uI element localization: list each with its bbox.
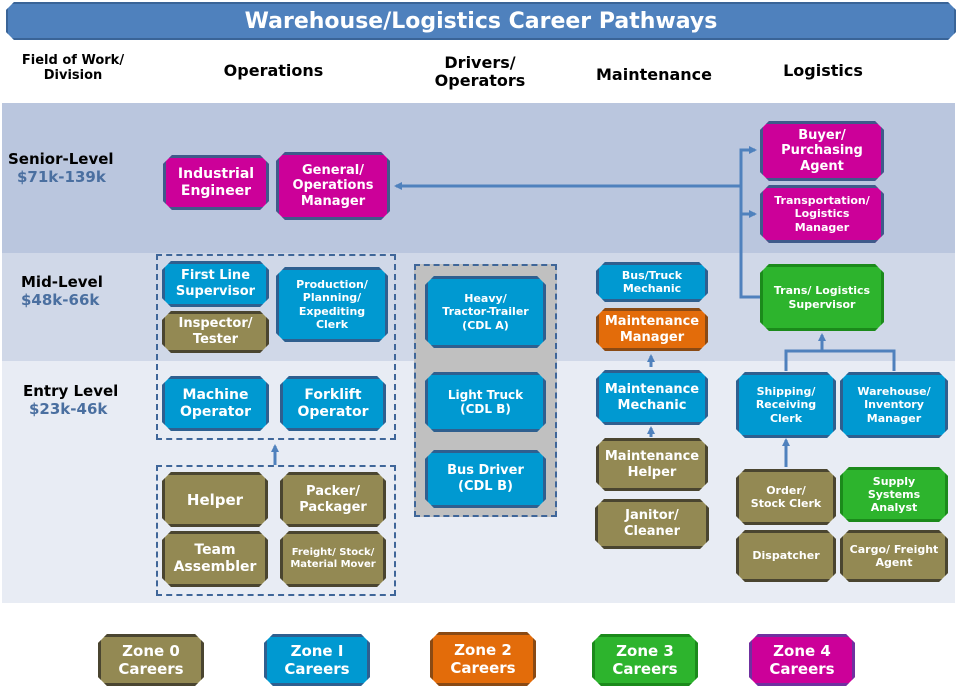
career-shipping-receiving-clerk[interactable]: Shipping/ Receiving Clerk — [736, 372, 836, 438]
career-maintenance-manager[interactable]: Maintenance Manager — [596, 308, 708, 351]
career-supply-systems-analyst[interactable]: Supply Systems Analyst — [840, 467, 948, 522]
column-header-operations: Operations — [223, 61, 324, 80]
career-freight-stock-mover[interactable]: Freight/ Stock/ Material Mover — [280, 531, 386, 587]
career-cargo-freight-agent[interactable]: Cargo/ Freight Agent — [840, 530, 948, 582]
career-maintenance-mechanic[interactable]: Maintenance Mechanic — [596, 370, 708, 425]
column-header-maintenance: Maintenance — [595, 65, 712, 84]
operations-upper-group — [156, 254, 396, 440]
career-janitor-cleaner[interactable]: Janitor/ Cleaner — [595, 499, 709, 549]
career-inspector-tester[interactable]: Inspector/ Tester — [162, 311, 269, 353]
level-name: Entry Level — [23, 382, 119, 400]
career-buyer-purchasing-agent[interactable]: Buyer/ Purchasing Agent — [760, 121, 884, 181]
level-pay: $71k-139k — [17, 168, 106, 186]
career-forklift-operator[interactable]: Forklift Operator — [280, 376, 386, 431]
career-industrial-engineer[interactable]: Industrial Engineer — [163, 155, 269, 210]
level-pay: $48k-66k — [21, 291, 100, 309]
column-header-drivers: Drivers/ Operators — [434, 53, 526, 91]
career-production-planning-clerk[interactable]: Production/ Planning/ Expediting Clerk — [276, 267, 388, 342]
career-maintenance-helper[interactable]: Maintenance Helper — [596, 438, 708, 491]
career-bus-truck-mechanic[interactable]: Bus/Truck Mechanic — [596, 262, 708, 302]
career-heavy-tractor-trailer[interactable]: Heavy/ Tractor-Trailer (CDL A) — [425, 276, 546, 348]
level-name: Mid-Level — [21, 273, 103, 291]
career-bus-driver[interactable]: Bus Driver (CDL B) — [425, 450, 546, 508]
page-title: Warehouse/Logistics Career Pathways — [6, 2, 956, 40]
career-transportation-logistics-manager[interactable]: Transportation/ Logistics Manager — [760, 185, 884, 243]
legend-zone-0: Zone 0 Careers — [98, 634, 204, 686]
legend-zone-3: Zone 3 Careers — [592, 634, 698, 686]
career-general-operations-manager[interactable]: General/ Operations Manager — [276, 152, 390, 220]
level-pay: $23k-46k — [29, 400, 108, 418]
level-entry: Entry Level $23k-46k — [23, 382, 118, 418]
career-machine-operator[interactable]: Machine Operator — [162, 376, 269, 431]
career-warehouse-inventory-manager[interactable]: Warehouse/ Inventory Manager — [840, 372, 948, 438]
career-order-stock-clerk[interactable]: Order/ Stock Clerk — [736, 469, 836, 525]
level-senior: Senior-Level $71k-139k — [8, 150, 114, 186]
column-header-field: Field of Work/ Division — [21, 53, 125, 83]
career-first-line-supervisor[interactable]: First Line Supervisor — [162, 261, 269, 307]
career-trans-logistics-supervisor[interactable]: Trans/ Logistics Supervisor — [760, 264, 884, 331]
legend-zone-2: Zone 2 Careers — [430, 632, 536, 686]
career-helper[interactable]: Helper — [162, 472, 268, 527]
legend-zone-1: Zone I Careers — [264, 634, 370, 686]
career-dispatcher[interactable]: Dispatcher — [736, 530, 836, 582]
level-name: Senior-Level — [8, 150, 114, 168]
level-mid: Mid-Level $48k-66k — [21, 273, 103, 309]
operations-entry-group — [156, 465, 396, 596]
career-light-truck[interactable]: Light Truck (CDL B) — [425, 372, 546, 432]
career-team-assembler[interactable]: Team Assembler — [162, 531, 268, 587]
column-header-logistics: Logistics — [783, 61, 863, 80]
legend-zone-4: Zone 4 Careers — [749, 634, 855, 686]
career-packer-packager[interactable]: Packer/ Packager — [280, 472, 386, 527]
